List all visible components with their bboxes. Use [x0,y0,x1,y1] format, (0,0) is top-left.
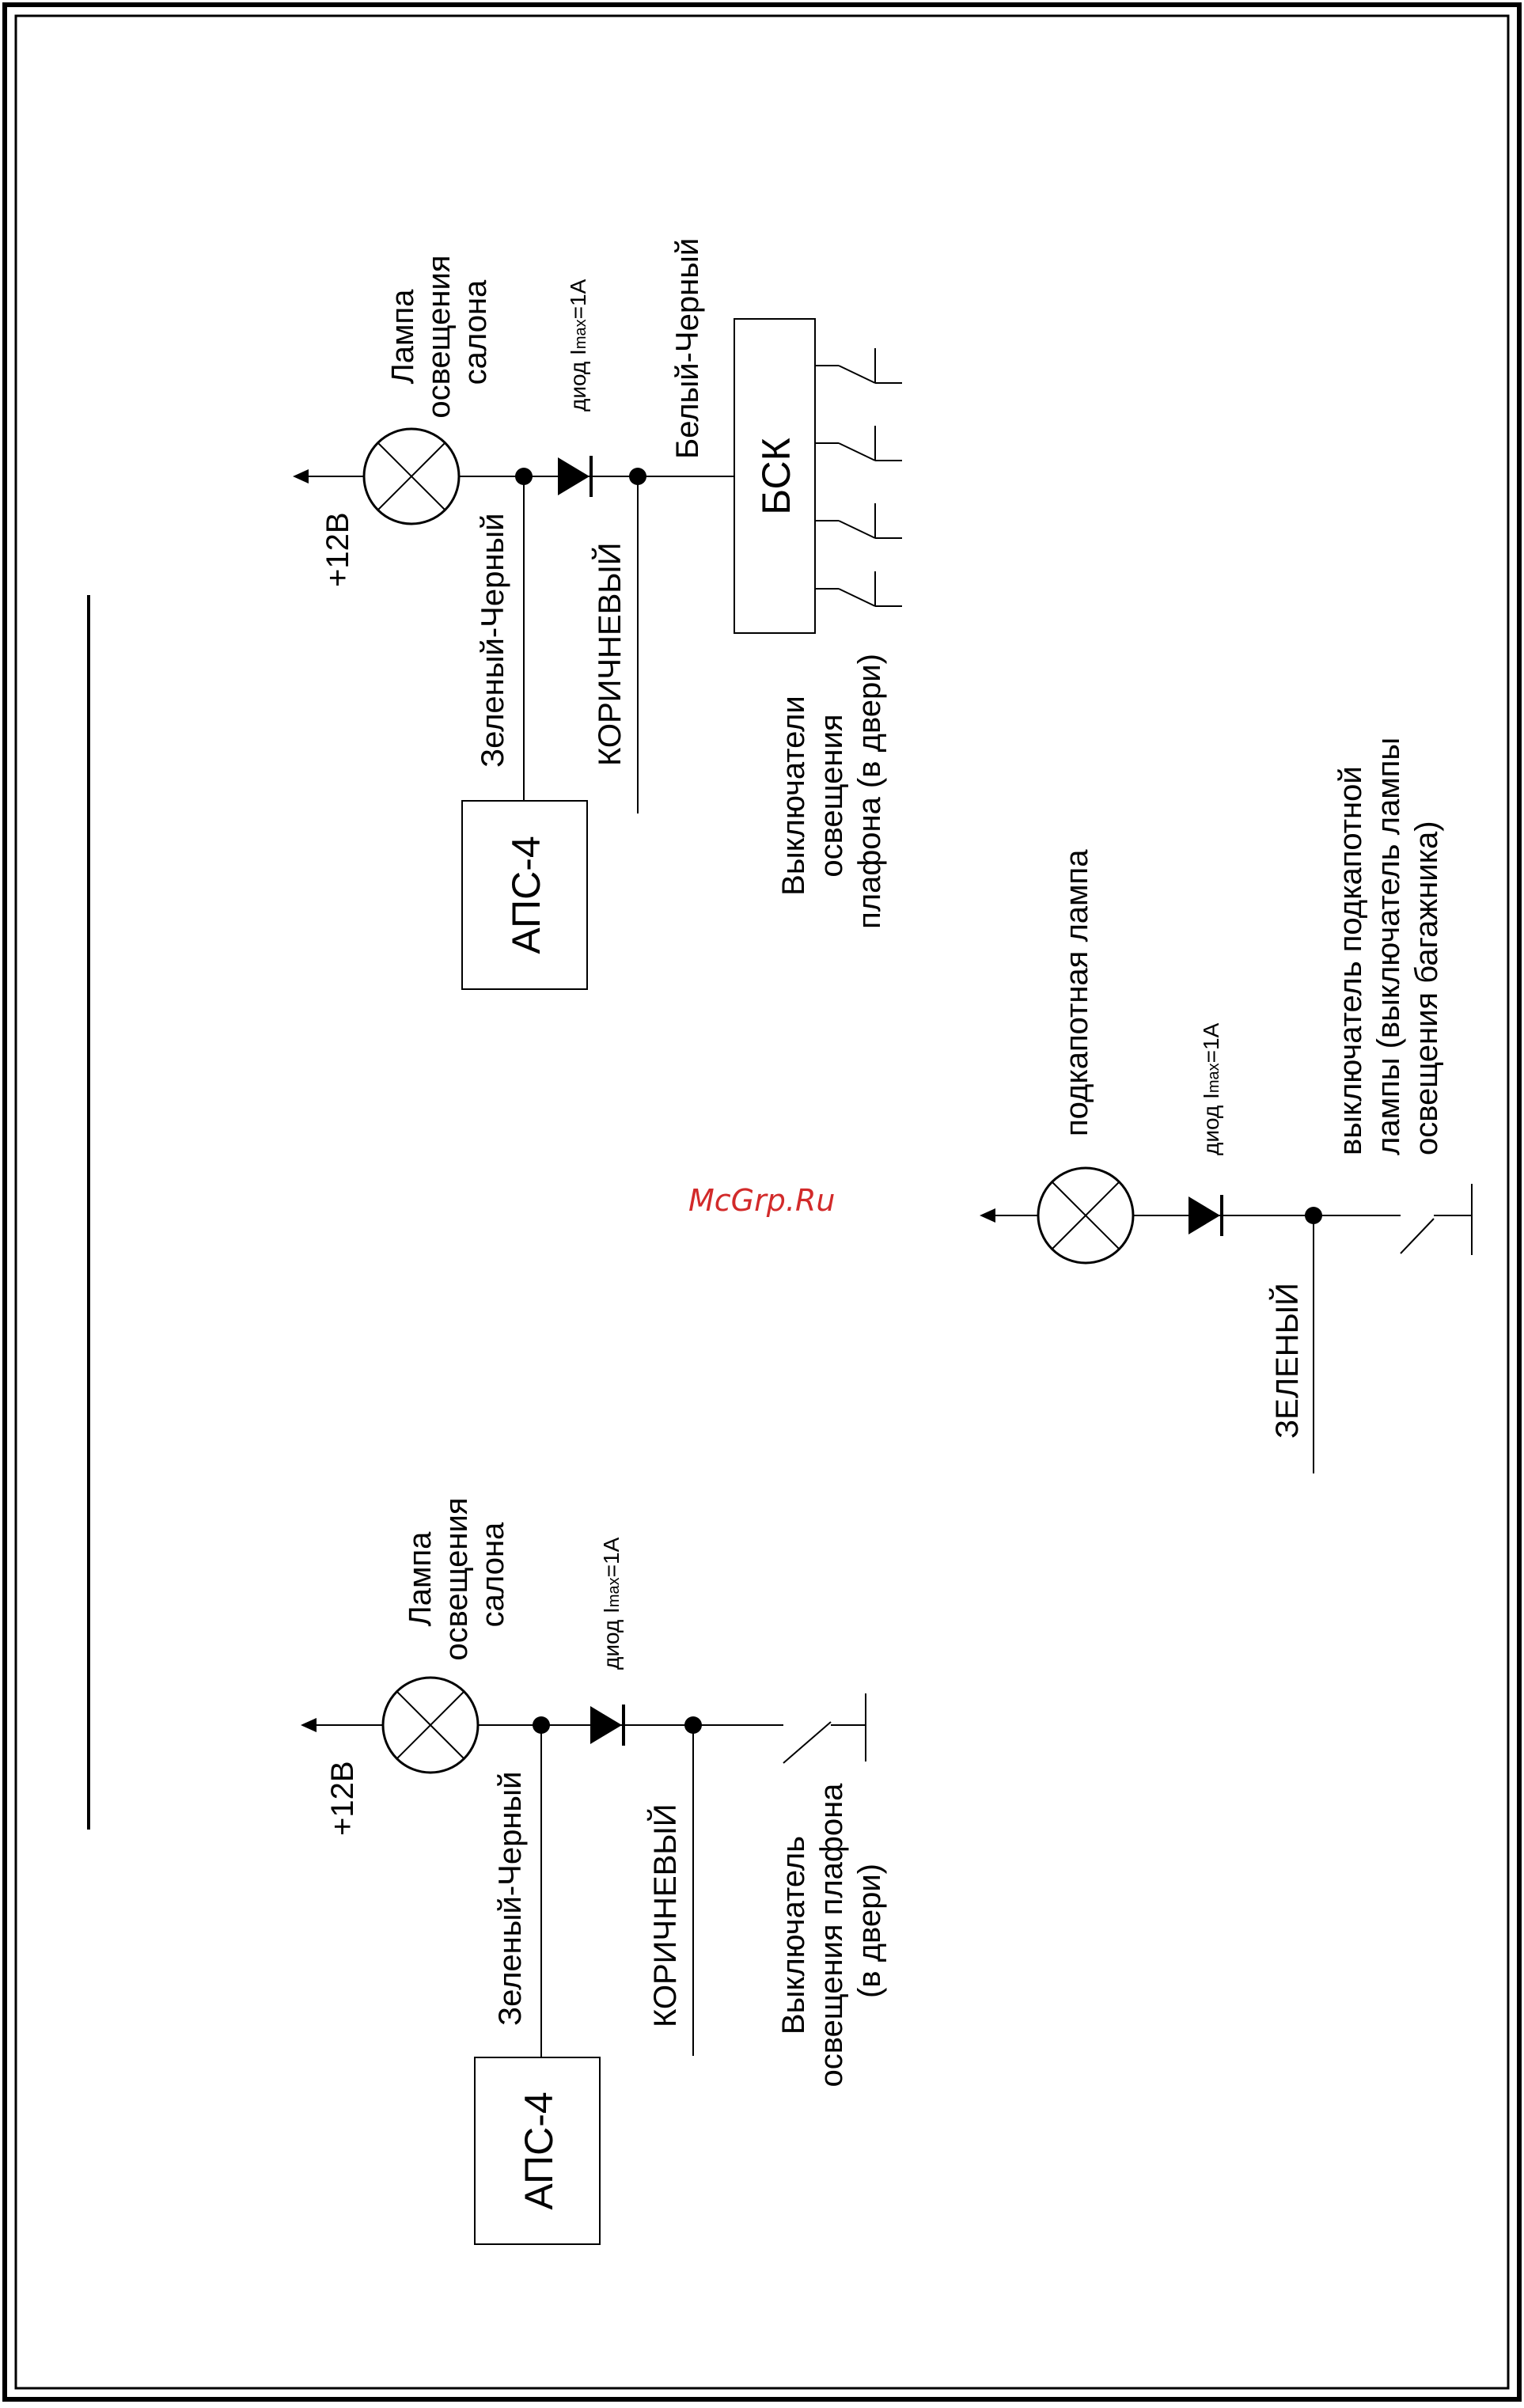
green-label: ЗЕЛЕНЫЙ [1268,1283,1305,1439]
aps-label: АПС-4 [504,836,548,954]
bsk-block [734,318,816,634]
supply-arrow [980,1208,995,1223]
diode-icon [558,456,593,497]
diode-label: диод Imax=1А [599,1537,624,1670]
bsk-label: БСК [754,438,798,515]
aps-block [474,2057,601,2245]
door-switch-icon [783,1693,866,1764]
lamp-label: Лампа освещения салона [385,246,493,418]
white-black-label: Белый-Черный [670,238,705,459]
supply-label: +12В [320,512,355,587]
brown-label: КОРИЧНЕВЫЙ [591,543,627,766]
door-switch-icon [815,503,902,539]
bottom-circuit: +12В Лампа освещения салона Зеленый-Черн… [301,1488,887,2245]
hood-lamp-label: подкапотная лампа [1060,849,1094,1136]
watermark: McGrp.Ru [688,1183,835,1218]
supply-arrow [293,469,309,483]
switches-label: Выключатели освещения плафона (в двери) [776,654,887,929]
supply-label: +12В [325,1761,360,1836]
lamp-label: Лампа освещения салона [403,1488,510,1660]
aps-block [461,800,588,990]
supply-arrow [301,1718,317,1732]
inner-frame [14,14,1510,2390]
lamp-icon [381,1676,480,1774]
diode-label: диод Imax=1А [1199,1022,1223,1155]
hood-switch-icon [1399,1184,1473,1255]
diode-icon [1188,1195,1223,1236]
door-switch-icon [815,571,902,607]
green-black-label: Зеленый-Черный [493,1771,528,2026]
aps-label: АПС-4 [517,2091,561,2209]
hood-circuit: подкапотная лампа диод Imax=1А ЗЕЛЕНЫЙ в… [980,729,1473,1473]
diode-label: диод Imax=1А [566,279,590,411]
hood-switch-label: выключатель подкапотной лампы (выключате… [1333,729,1444,1155]
green-black-label: Зеленый-Черный [476,513,510,768]
switch-label: Выключатель освещения плафона (в двери) [776,1774,887,2087]
diode-icon [590,1705,625,1746]
door-switch-icon [815,348,902,384]
brown-label: КОРИЧНЕВЫЙ [646,1804,683,2027]
door-switch-icon [815,426,902,461]
top-circuit: +12В Лампа освещения салона Зеленый-Черн… [293,238,902,990]
lamp-icon [362,427,461,525]
lamp-icon [1037,1166,1135,1265]
